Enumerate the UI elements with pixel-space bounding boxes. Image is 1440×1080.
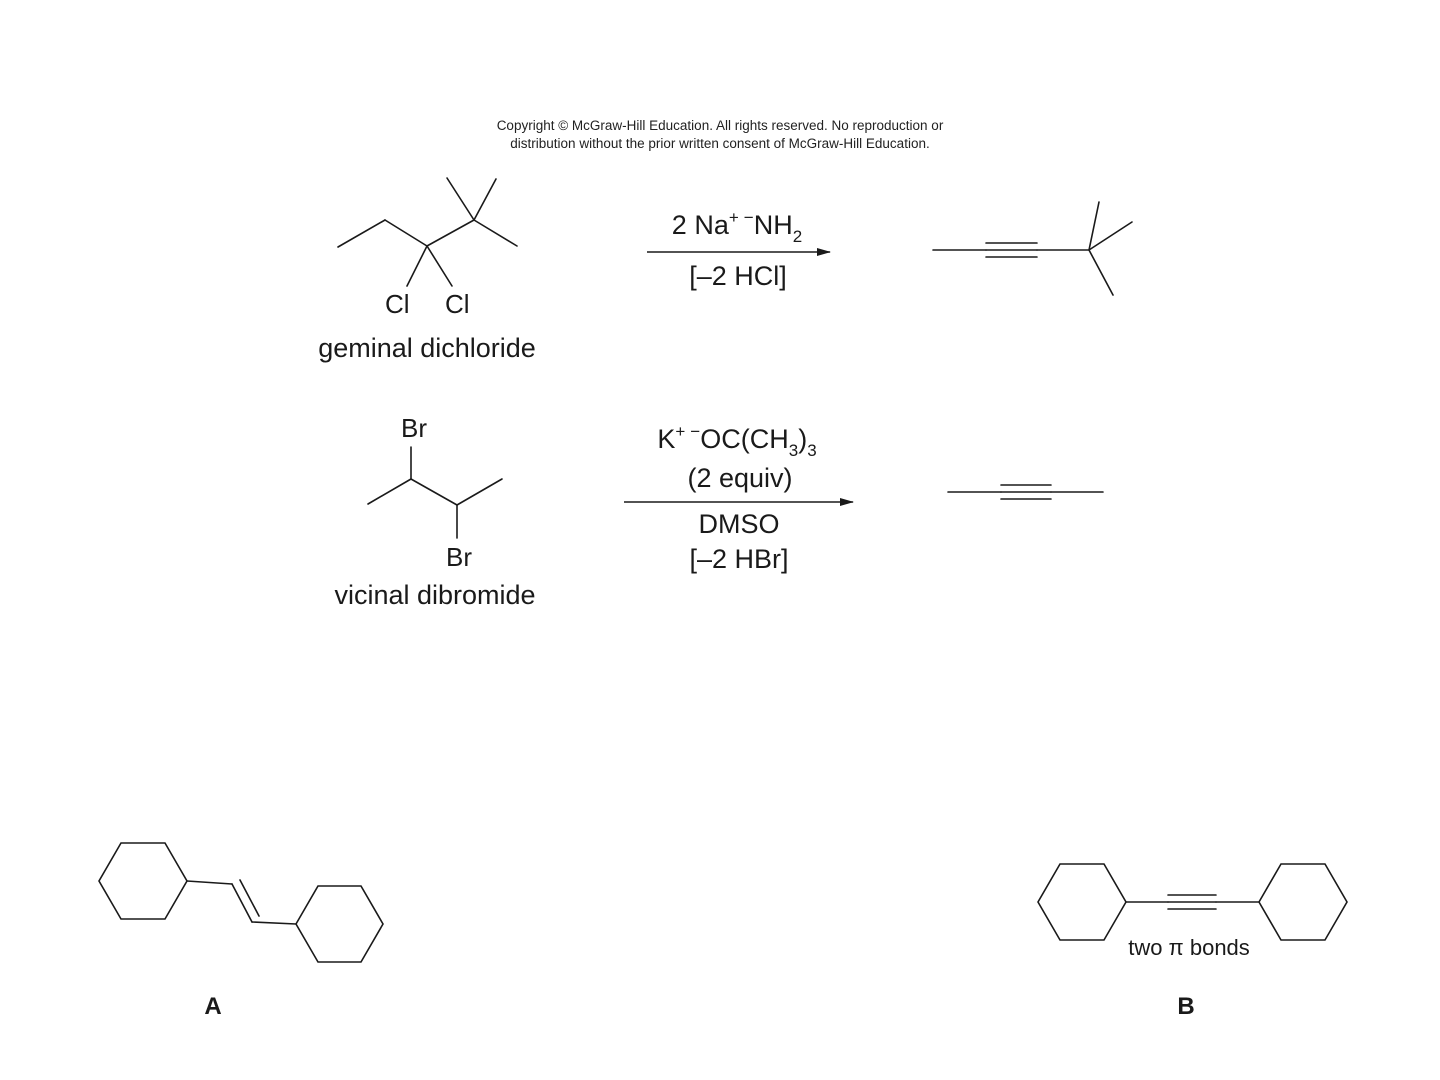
pi-bonds-annotation: two π bonds <box>1128 935 1250 960</box>
cation-charge: + <box>675 422 685 441</box>
bromine-atom-top: Br <box>401 413 427 443</box>
reaction2-solvent: DMSO <box>699 509 780 539</box>
vicinal-dibromide-structure: Br Br <box>368 413 502 572</box>
reaction1-byproduct: [–2 HCl] <box>689 261 787 291</box>
bond <box>252 922 296 924</box>
anion-subscript: 2 <box>793 227 802 246</box>
reaction2-equiv: (2 equiv) <box>687 463 792 493</box>
panel-label-a: A <box>204 993 221 1020</box>
bond <box>338 220 385 247</box>
bond <box>368 479 411 504</box>
cyclohexane-ring <box>1038 864 1126 940</box>
geminal-dichloride-structure: Cl Cl <box>338 178 517 319</box>
anion-charge: − <box>744 208 754 227</box>
bond <box>447 178 474 220</box>
bond <box>1089 250 1113 295</box>
reaction1-reagent: 2 Na+−NH2 <box>672 208 802 246</box>
chlorine-atom-right: Cl <box>445 289 470 319</box>
cyclohexane-ring <box>296 886 383 962</box>
reaction2-reagent: K+−OC(CH3)3 <box>657 422 816 460</box>
anion-subscript-2: 3 <box>807 441 816 460</box>
anion-subscript-1: 3 <box>789 441 798 460</box>
bond <box>474 220 517 246</box>
bromine-atom-bottom: Br <box>446 542 472 572</box>
cyclohexane-ring <box>99 843 187 919</box>
anion-charge: − <box>690 422 700 441</box>
anion-part-2: ) <box>798 424 807 454</box>
bond-to-cl <box>427 246 452 286</box>
reaction2-byproduct: [–2 HBr] <box>689 544 788 574</box>
bond <box>457 479 502 505</box>
geminal-dichloride-caption: geminal dichloride <box>318 333 536 363</box>
bond <box>411 479 457 505</box>
cyclohexane-ring <box>1259 864 1347 940</box>
double-bond-line <box>232 884 252 922</box>
vicinal-dibromide-caption: vicinal dibromide <box>334 580 535 610</box>
cation: K <box>657 424 675 454</box>
alkyne-product-2 <box>948 485 1103 499</box>
bond <box>427 220 474 246</box>
alkyne-product-1 <box>933 202 1132 295</box>
cation-charge: + <box>729 208 739 227</box>
anion-part-1: OC(CH <box>700 424 789 454</box>
anion-base: NH <box>754 210 793 240</box>
reagent-coefficient: 2 Na <box>672 210 730 240</box>
bond <box>1089 222 1132 250</box>
bond <box>385 220 427 246</box>
panel-label-b: B <box>1177 993 1194 1020</box>
bond <box>474 179 496 220</box>
double-bond-line <box>240 880 259 916</box>
bond-to-cl <box>407 246 427 286</box>
structure-b <box>1038 864 1347 940</box>
structure-a <box>99 843 383 962</box>
chlorine-atom-left: Cl <box>385 289 410 319</box>
bond <box>1089 202 1099 250</box>
bond <box>187 881 232 884</box>
